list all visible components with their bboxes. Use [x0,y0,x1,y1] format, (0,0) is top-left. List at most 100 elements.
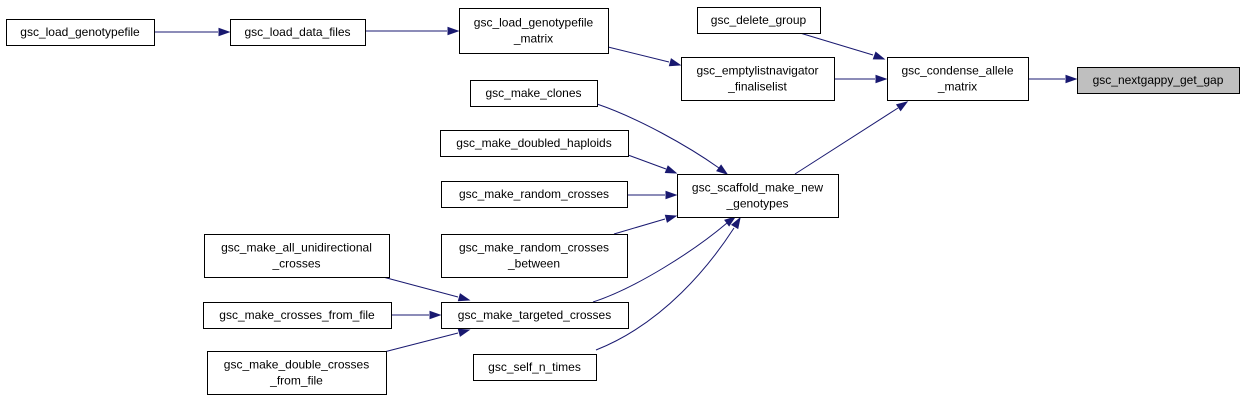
node-label: _crosses [271,257,320,271]
arrowhead [457,328,471,337]
edge-line [799,32,874,56]
arrowhead [664,214,678,223]
node-box [207,351,387,395]
edge-line [592,222,728,303]
node-label: gsc_make_double_crosses [224,358,369,372]
node-label: _genotypes [725,197,788,211]
node-label: gsc_nextgappy_get_gap [1093,73,1224,87]
edge-line [627,154,667,170]
edge-emptylistnavigator-finaliselist-to-condense-allele-matrix [834,74,888,84]
node-box [459,8,609,54]
node-make-clones[interactable]: gsc_make_clones [470,80,598,107]
node-nextgappy-get-gap: gsc_nextgappy_get_gap [1077,67,1240,94]
node-make-targeted-crosses[interactable]: gsc_make_targeted_crosses [441,302,629,329]
node-label: _finaliselist [727,80,787,94]
arrowhead [668,58,682,67]
node-make-random-crosses-between[interactable]: gsc_make_random_crosses _between [441,234,628,278]
arrowhead [457,293,471,302]
edge-line [382,276,459,298]
node-label: gsc_make_crosses_from_file [219,308,375,322]
node-label: _matrix [937,80,977,94]
edge-delete-group-to-condense-allele-matrix [799,32,886,60]
edge-condense-allele-matrix-to-nextgappy-get-gap [1028,74,1078,84]
edge-load-data-files-to-load-genotypefile-matrix [365,26,460,36]
arrowhead [1065,74,1078,84]
edge-make-double-crosses-from-file-to-make-targeted-crosses [383,328,471,353]
node-box [440,130,629,157]
arrowhead [664,165,678,174]
node-label: gsc_make_random_crosses [459,241,609,255]
node-box [230,19,366,46]
node-label: gsc_load_genotypefile [20,25,140,39]
edge-load-genotypefile-matrix-to-emptylistnavigator-finaliselist [607,46,682,67]
arrowhead [429,310,442,320]
node-label: gsc_make_targeted_crosses [458,308,611,322]
node-box [473,354,597,381]
node-condense-allele-matrix[interactable]: gsc_condense_allele _matrix [887,57,1029,101]
arrowhead [872,51,886,60]
edge-make-random-crosses-between-to-scaffold-make-new-genotypes [613,214,678,235]
edge-load-genotypefile-to-load-data-files [154,27,231,37]
arrowhead [665,190,678,200]
edge-make-clones-to-scaffold-make-new-genotypes [596,103,729,175]
node-load-genotypefile-matrix[interactable]: gsc_load_genotypefile _matrix [459,8,609,54]
node-delete-group[interactable]: gsc_delete_group [697,7,821,34]
node-emptylistnavigator-finaliselist[interactable]: gsc_emptylistnavigator _finaliselist [681,57,835,101]
node-box [677,174,839,218]
node-label: _matrix [513,32,553,46]
node-make-all-unidirectional-crosses[interactable]: gsc_make_all_unidirectional _crosses [204,234,390,278]
node-load-data-files[interactable]: gsc_load_data_files [230,19,366,46]
arrowhead [875,74,888,84]
node-label: gsc_condense_allele [901,64,1013,78]
node-label: _from_file [269,374,323,388]
node-box [681,57,835,101]
node-box [441,181,628,208]
node-box [1077,67,1240,94]
edge-make-targeted-crosses-to-scaffold-make-new-genotypes [592,216,737,303]
arrowhead [447,26,460,36]
node-label: gsc_load_data_files [244,25,350,39]
node-make-crosses-from-file[interactable]: gsc_make_crosses_from_file [203,302,392,329]
node-label: _between [507,257,560,271]
edge-line [596,103,720,169]
node-label: gsc_make_all_unidirectional [221,241,372,255]
node-box [204,234,390,278]
node-box [441,234,628,278]
node-make-double-crosses-from-file[interactable]: gsc_make_double_crosses _from_file [207,351,387,395]
node-box [203,302,392,329]
edge-line [613,218,666,235]
edge-line [383,332,459,353]
node-label: gsc_delete_group [711,13,807,27]
node-label: gsc_emptylistnavigator [696,64,818,78]
edge-make-crosses-from-file-to-make-targeted-crosses [391,310,442,320]
node-self-n-times[interactable]: gsc_self_n_times [473,354,597,381]
arrowhead [895,101,909,112]
node-label: gsc_make_random_crosses [459,187,609,201]
arrowhead [724,216,737,227]
edge-self-n-times-to-scaffold-make-new-genotypes [595,216,741,351]
node-make-random-crosses[interactable]: gsc_make_random_crosses [441,181,628,208]
node-label: gsc_self_n_times [488,360,581,374]
node-label: gsc_make_doubled_haploids [456,136,611,150]
node-label: gsc_scaffold_make_new [692,181,824,195]
node-box [6,19,155,46]
node-label: gsc_load_genotypefile [474,16,594,30]
edge-make-all-unidirectional-crosses-to-make-targeted-crosses [382,276,471,302]
arrowhead [716,164,729,175]
node-box [887,57,1029,101]
edge-line [607,46,670,63]
node-make-doubled-haploids[interactable]: gsc_make_doubled_haploids [440,130,629,157]
edge-scaffold-make-new-genotypes-to-condense-allele-matrix [794,101,909,175]
node-box [697,7,821,34]
edge-line [595,227,735,351]
edge-make-doubled-haploids-to-scaffold-make-new-genotypes [627,154,678,174]
edge-make-random-crosses-to-scaffold-make-new-genotypes [627,190,678,200]
arrowhead [218,27,231,37]
node-label: gsc_make_clones [485,86,581,100]
node-box [441,302,629,329]
node-load-genotypefile[interactable]: gsc_load_genotypefile [6,19,155,46]
node-scaffold-make-new-genotypes[interactable]: gsc_scaffold_make_new _genotypes [677,174,839,218]
arrowhead [730,216,741,230]
edge-line [794,107,899,175]
